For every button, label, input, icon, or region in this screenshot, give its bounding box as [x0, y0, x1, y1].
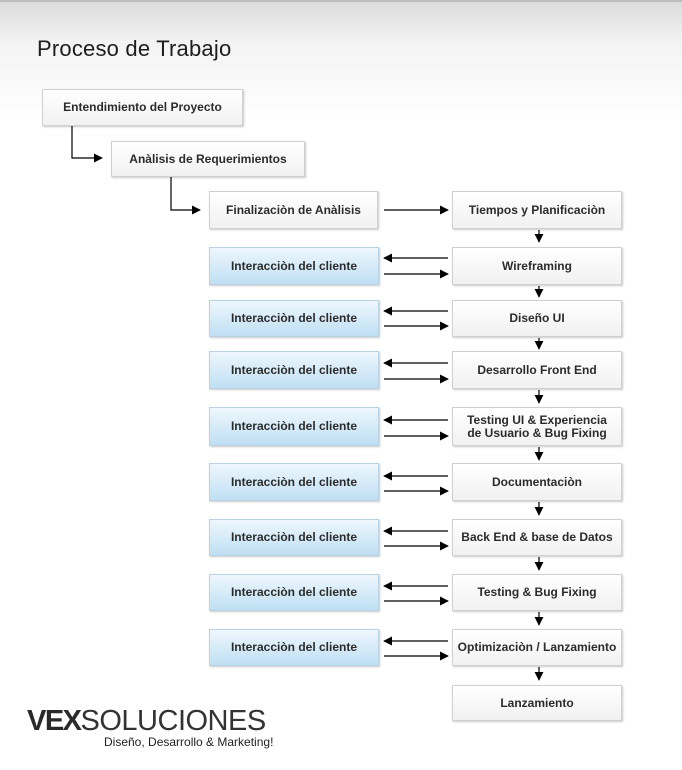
step-lanzamiento: Lanzamiento — [452, 685, 622, 721]
client-interaction-4: Interacciòn del cliente — [209, 407, 379, 446]
client-interaction-2: Interacciòn del cliente — [209, 300, 379, 337]
step-desarrollo-front-end: Desarrollo Front End — [452, 351, 622, 389]
step-analisis-requerimientos: Anàlisis de Requerimientos — [111, 141, 305, 177]
client-interaction-6: Interacciòn del cliente — [209, 519, 379, 556]
client-interaction-3: Interacciòn del cliente — [209, 351, 379, 389]
step-back-end-base-datos: Back End & base de Datos — [452, 519, 622, 556]
step-tiempos-planificacion: Tiempos y Planificaciòn — [452, 191, 622, 229]
client-interaction-8: Interacciòn del cliente — [209, 629, 379, 666]
client-interaction-7: Interacciòn del cliente — [209, 574, 379, 611]
step-diseno-ui: Diseño UI — [452, 300, 622, 337]
connector-entendimiento-analisis — [71, 126, 103, 163]
logo-brand-light: SOLUCIONES — [80, 705, 267, 737]
logo-brand-bold: VEX — [27, 705, 82, 737]
logo-wordmark: VEXSOLUCIONES — [27, 706, 287, 736]
step-entendimiento-proyecto: Entendimiento del Proyecto — [42, 89, 243, 126]
step-testing-bug-fixing: Testing & Bug Fixing — [452, 574, 622, 611]
step-documentacion: Documentaciòn — [452, 463, 622, 501]
step-wireframing: Wireframing — [452, 247, 622, 285]
step-testing-ui-experiencia: Testing UI & Experiencia de Usuario & Bu… — [452, 407, 622, 446]
step-optimizacion-lanzamiento: Optimizaciòn / Lanzamiento — [452, 629, 622, 666]
step-finalizacion-analisis: Finalizaciòn de Anàlisis — [209, 191, 378, 229]
page-title: Proceso de Trabajo — [37, 36, 232, 61]
client-interaction-1: Interacciòn del cliente — [209, 247, 379, 285]
company-logo: VEXSOLUCIONES Diseño, Desarrollo & Marke… — [27, 706, 287, 752]
logo-tagline: Diseño, Desarrollo & Marketing! — [104, 735, 274, 749]
client-interaction-5: Interacciòn del cliente — [209, 463, 379, 501]
connector-analisis-finalizacion — [170, 177, 201, 215]
